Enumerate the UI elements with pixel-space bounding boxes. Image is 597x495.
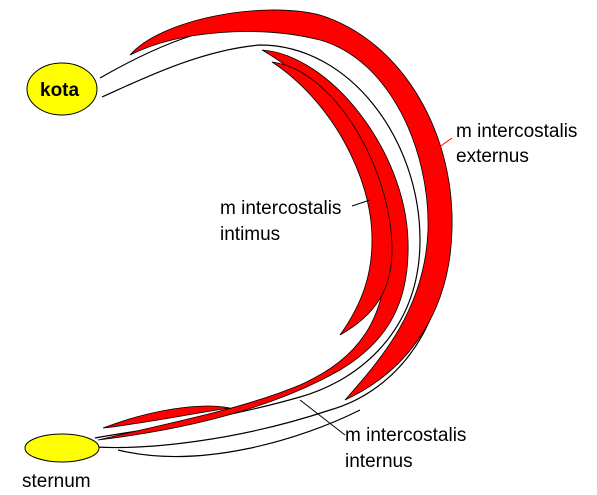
label-internus-line1: m intercostalis [345,425,466,446]
label-kota: kota [40,80,80,101]
label-sternum: sternum [22,471,91,492]
leader-intimus [351,199,371,207]
muscle-intimus [271,61,393,336]
label-internus-line2: internus [345,451,413,472]
rib-lower-outline [117,409,361,458]
muscle-externus [129,9,453,401]
muscle-intimus-lower [102,405,231,429]
leader-internus [299,399,346,436]
vertebra-kota [26,62,98,116]
label-externus-line2: externus [456,146,529,167]
label-intimus-line2: intimus [220,224,280,245]
label-externus-line1: m intercostalis [456,121,577,142]
label-intimus-line1: m intercostalis [220,198,341,219]
leader-externus [437,137,453,149]
sternum-bone [24,433,100,463]
